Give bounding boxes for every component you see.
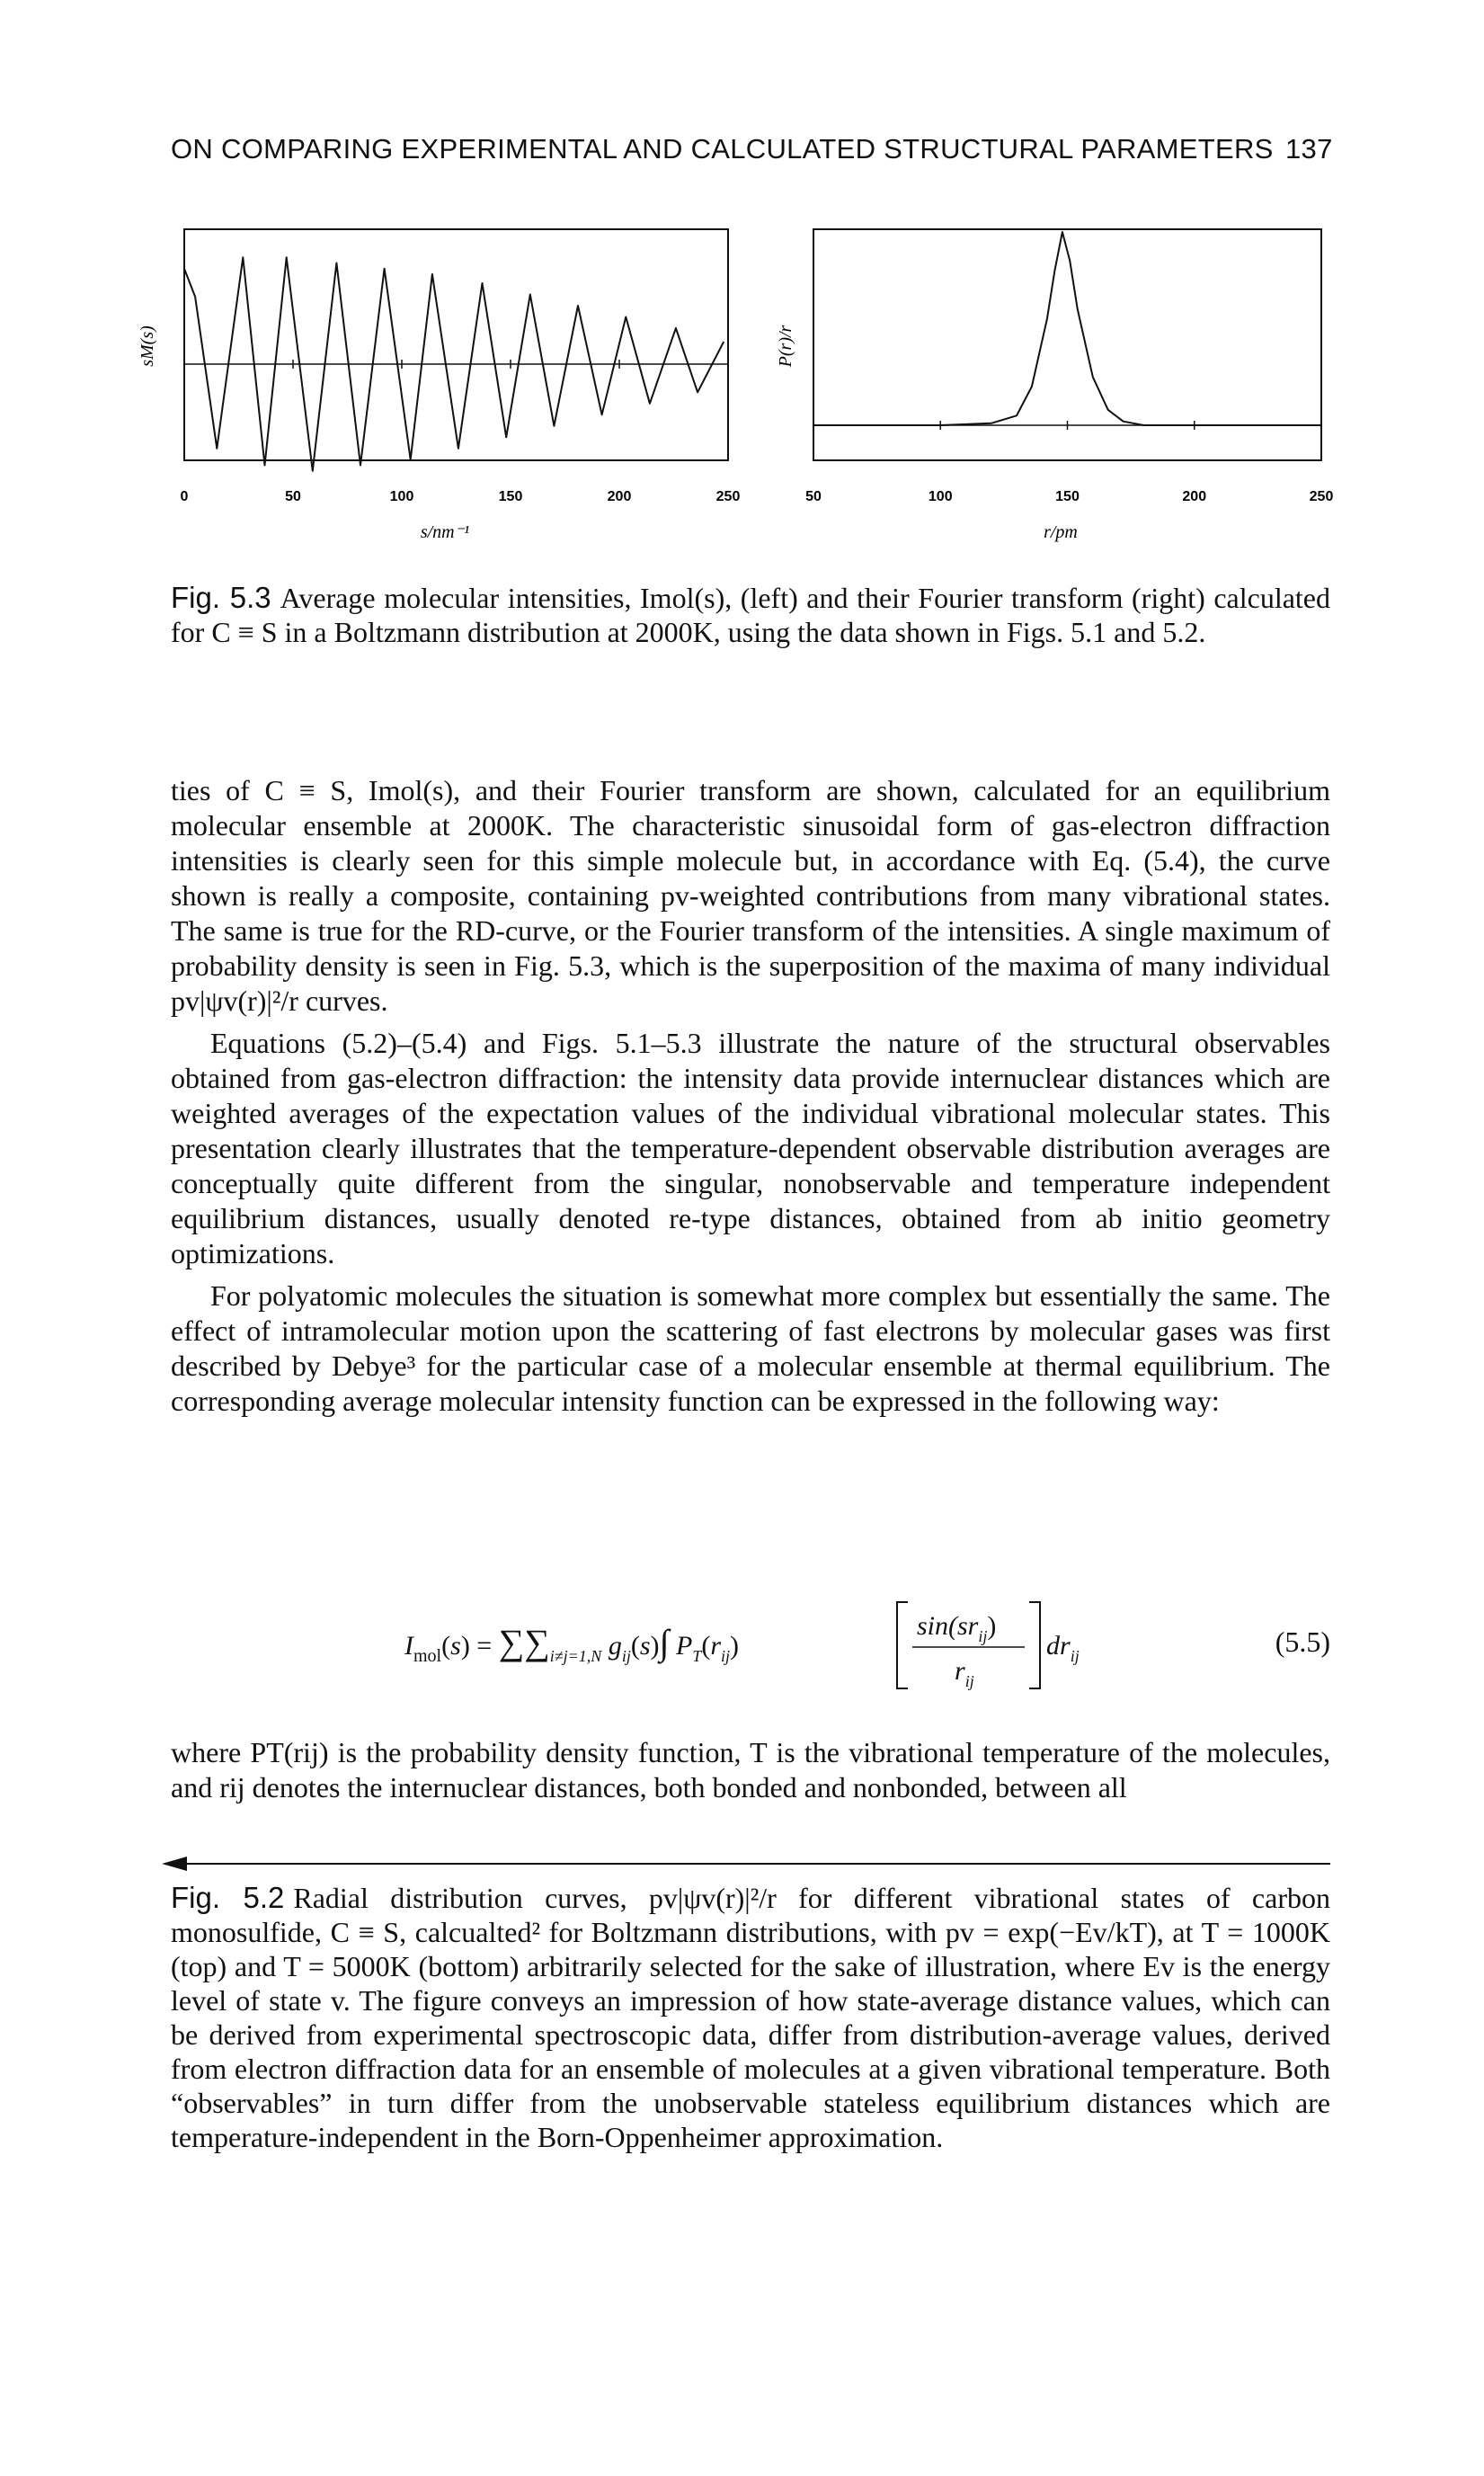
figure-label: Fig. 5.3 [171, 581, 271, 614]
figure-label: Fig. 5.2 [171, 1881, 285, 1914]
body-text: ties of C ≡ S, Imol(s), and their Fourie… [171, 773, 1330, 1419]
y-axis-label: sM(s) [138, 325, 157, 367]
svg-text:Imol(s) = ∑∑i≠j=1,N gij(s)∫ PT: Imol(s) = ∑∑i≠j=1,N gij(s)∫ PT(rij) [404, 1622, 739, 1666]
series-line [183, 256, 725, 472]
svg-text:drij: drij [1046, 1631, 1080, 1665]
caption-text: Average molecular intensities, Imol(s), … [171, 582, 1330, 648]
paragraph-4: where PT(rij) is the probability density… [171, 1736, 1330, 1804]
x-tick-label: 100 [390, 489, 414, 504]
svg-text:rij: rij [955, 1656, 974, 1690]
arrow-left-icon [162, 1855, 189, 1873]
x-tick-label: 150 [1055, 489, 1080, 504]
x-axis-label: s/nm⁻¹ [421, 522, 469, 542]
plot-frame [183, 228, 729, 461]
x-tick-label: 50 [805, 489, 822, 504]
figure-right-fourier: P(r)/r r/pm 50 100 150 200 250 [764, 216, 1339, 548]
header-title: ON COMPARING EXPERIMENTAL AND CALCULATED… [171, 133, 1274, 165]
y-axis-label: P(r)/r [776, 325, 795, 368]
x-axis-label: r/pm [1044, 522, 1078, 542]
body-text-continued: where PT(rij) is the probability density… [171, 1735, 1330, 1805]
equation-formula: Imol(s) = ∑∑i≠j=1,N gij(s)∫ PT(rij) sin(… [404, 1601, 1080, 1690]
series-line [813, 231, 1321, 426]
intensity-chart: sM(s) s/nm⁻¹ 0 50 100 150 200 250 [138, 228, 741, 542]
page-number: 137 [1285, 133, 1333, 165]
paragraph-3: For polyatomic molecules the situation i… [171, 1279, 1330, 1417]
x-tick-label: 0 [181, 489, 189, 504]
figure-left-intensity: sM(s) s/nm⁻¹ 0 50 100 150 200 250 [126, 216, 755, 548]
running-header: ON COMPARING EXPERIMENTAL AND CALCULATED… [171, 133, 1339, 165]
plot-frame [813, 228, 1322, 461]
x-tick-label: 200 [608, 489, 632, 504]
equation-number: (5.5) [1275, 1625, 1330, 1658]
fourier-chart: P(r)/r r/pm 50 100 150 200 250 [776, 228, 1334, 542]
x-tick-label: 150 [499, 489, 523, 504]
caption-text: Radial distribution curves, pv|ψv(r)|²/r… [171, 1882, 1330, 2153]
equation-5-5: Imol(s) = ∑∑i≠j=1,N gij(s)∫ PT(rij) sin(… [404, 1591, 1330, 1699]
x-tick-label: 100 [929, 489, 953, 504]
x-tick-label: 250 [716, 489, 741, 504]
paragraph-2: Equations (5.2)–(5.4) and Figs. 5.1–5.3 … [171, 1027, 1330, 1269]
paragraph-1: ties of C ≡ S, Imol(s), and their Fourie… [171, 774, 1330, 1017]
figure-separator-rule [171, 1863, 1330, 1865]
x-tick-label: 200 [1182, 489, 1206, 504]
x-tick-label: 50 [285, 489, 301, 504]
x-tick-label: 250 [1310, 489, 1334, 504]
svg-text:sin(srij): sin(srij) [917, 1611, 996, 1645]
